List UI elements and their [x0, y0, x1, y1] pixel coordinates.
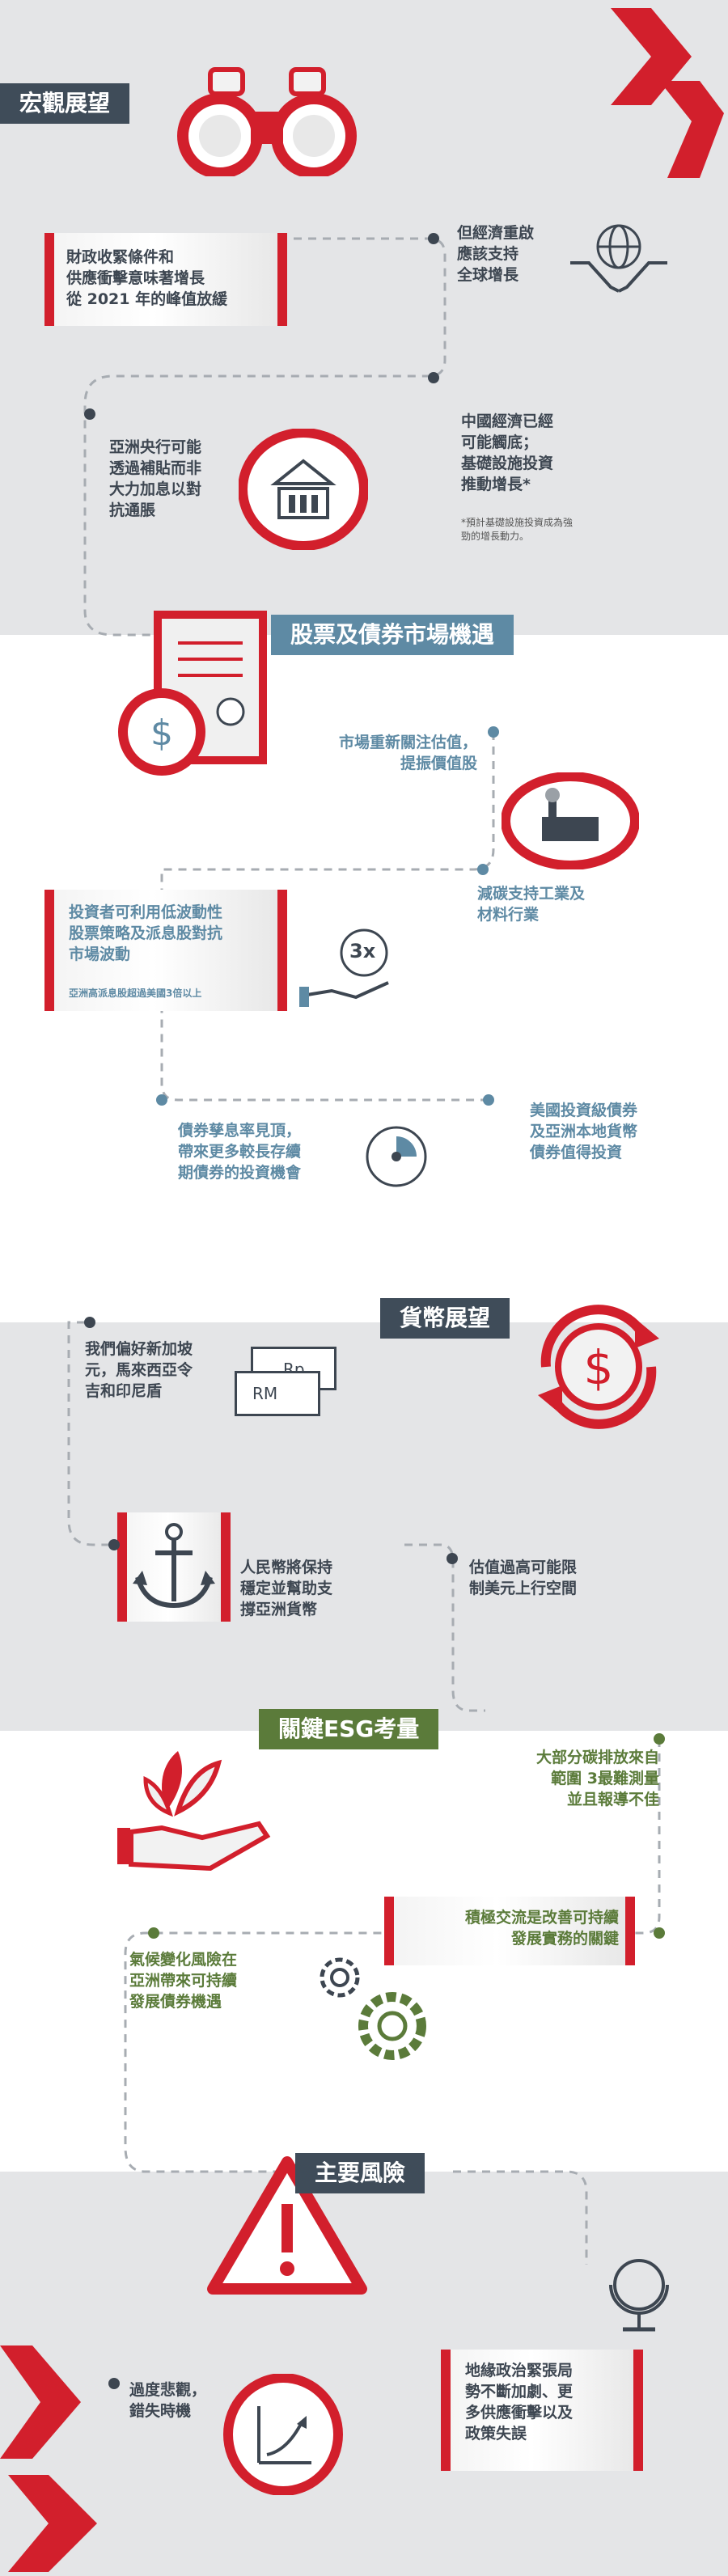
esg-item-engagement: 積極交流是改善可持續 發展實務的關鍵 [464, 1909, 619, 1948]
timeline-dot [477, 864, 489, 875]
warning-icon [207, 2156, 367, 2295]
markets-item-value: 市場重新關注估值， 提振價值股 [338, 734, 477, 772]
hand-3x-icon [299, 928, 389, 1007]
timeline-dot [156, 1094, 167, 1106]
growth-chart-icon [223, 2374, 343, 2495]
factory-icon [502, 772, 639, 869]
section-title-markets: 股票及債券市場機遇 [271, 615, 514, 655]
note-rm [235, 1371, 320, 1416]
binoculars-icon [177, 67, 357, 176]
dollar-cycle-icon: $ [538, 1305, 659, 1429]
currency-notes-icon: Rp RM [235, 1347, 340, 1419]
anchor-icon [133, 1523, 215, 1609]
macro-item-fiscal: 財政收緊條件和 供應衝擊意味著增長 從 2021 年的峰值放緩 [66, 248, 228, 308]
timeline-dot [428, 372, 439, 383]
timeline-dot [84, 408, 95, 420]
timeline-dot [148, 1927, 159, 1939]
markets-item-us-ig: 美國投資級債券 及亞洲本地貨幣 債券值得投資 [530, 1102, 638, 1161]
hands-globe-icon [570, 224, 667, 293]
timeline-dot [447, 1553, 458, 1564]
timeline-dot [654, 1927, 665, 1939]
timeline-dot [108, 1539, 120, 1550]
currency-item-preferences: 我們偏好新加坡 元，馬來西亞令 吉和印尼盾 [85, 1340, 193, 1400]
macro-item-reopening: 但經濟重啟 應該支持 全球增長 [457, 224, 535, 284]
section-title-esg: 關鍵ESG考量 [259, 1709, 439, 1749]
globe-stand-icon [609, 2259, 669, 2332]
esg-item-scope3: 大部分碳排放來自 範圍 3最難測量 並且報導不佳 [535, 1749, 659, 1808]
section-title-macro: 宏觀展望 [0, 83, 130, 124]
section-title-currency: 貨幣展望 [380, 1298, 510, 1339]
markets-item-low-volatility: 投資者可利用低波動性 股票策略及派息股對抗 市場波動 [69, 903, 223, 963]
clock-icon [366, 1126, 427, 1187]
risks-item-pessimism: 過度悲觀， 錯失時機 [129, 2381, 207, 2420]
gears-icon [320, 1957, 426, 2060]
markets-panel [44, 890, 287, 1011]
section-title-risks: 主要風險 [295, 2153, 425, 2193]
esg-panel [384, 1897, 635, 1965]
currency-item-rmb: 人民幣將保持 穩定並幫助支 撐亞洲貨幣 [240, 1559, 333, 1618]
timeline-dot [428, 233, 439, 244]
svg-text:$: $ [150, 713, 173, 754]
macro-footnote: *預計基礎設施投資成為強 勁的增長動力。 [461, 517, 574, 542]
risks-item-geopolitics: 地緣政治緊張局 勢不斷加劇、更 多供應衝擊以及 政策失誤 [465, 2362, 574, 2443]
certificate-dollar-icon: $ [118, 611, 267, 776]
hand-leaf-icon [117, 1751, 271, 1872]
risks-panel [441, 2350, 643, 2471]
bank-building-icon [239, 429, 368, 550]
markets-item-bond-yields: 債券孳息率見頂， 帶來更多較長存續 期債券的投資機會 [178, 1122, 302, 1182]
note-rm-label: RM [252, 1384, 278, 1403]
esg-item-climate: 氣候變化風險在 亞洲帶來可持續 發展債券機遇 [129, 1951, 238, 2011]
chevron-decoration-bottom [0, 2345, 97, 2572]
macro-item-china: 中國經濟已經 可能觸底； 基礎設施投資 推動增長* [461, 412, 554, 493]
macro-item-asia-central-banks: 亞洲央行可能 透過補貼而非 大力加息以對 抗通脹 [109, 438, 202, 519]
timeline-dot [108, 2378, 120, 2389]
timeline-dot [84, 1317, 95, 1328]
currency-item-usd: 估值過高可能限 制美元上行空間 [469, 1559, 578, 1597]
chevron-decoration-top [611, 8, 724, 178]
markets-item-dividend-note: 亞洲高派息股超過美國3倍以上 [69, 988, 202, 999]
timeline-dot [483, 1094, 494, 1106]
markets-item-decarbonisation: 減碳支持工業及 材料行業 [477, 885, 586, 924]
svg-text:$: $ [584, 1340, 614, 1395]
timeline-dot [488, 726, 499, 738]
timeline-dot [654, 1733, 665, 1745]
macro-panel-1 [44, 233, 287, 326]
badge-3x: 3x [349, 940, 376, 962]
